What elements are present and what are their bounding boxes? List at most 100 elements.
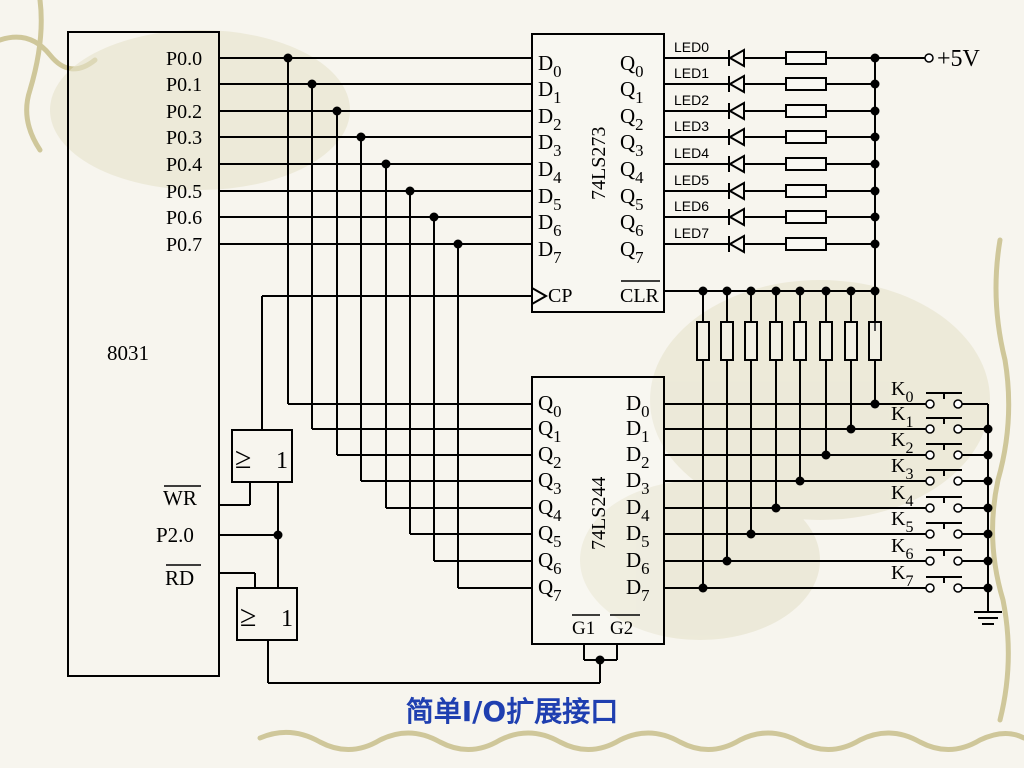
led-diode-symbol [727, 48, 745, 68]
key-label: K7 [891, 562, 913, 590]
key-label: K4 [891, 482, 913, 510]
led-diode-symbol [727, 101, 745, 121]
buffer-g2-pin: G2 [610, 618, 633, 639]
junction-dot [870, 286, 880, 296]
led-resistor [785, 130, 827, 144]
buffer-d-pin: D1 [626, 416, 650, 446]
led-label: LED5 [674, 172, 709, 188]
junction-dot [771, 503, 781, 513]
led-resistor [785, 237, 827, 251]
led-resistor [785, 77, 827, 91]
latch-cp-pin: CP [548, 285, 572, 307]
pullup-resistor [744, 321, 758, 361]
led-resistor [785, 157, 827, 171]
led-resistor [785, 51, 827, 65]
switch-contact [925, 556, 935, 566]
junction-dot [821, 286, 831, 296]
junction-dot [983, 424, 993, 434]
gate-symbol-1: ≥ [235, 442, 251, 475]
mcu-8031 [67, 31, 220, 677]
latch-q-pin: Q0 [620, 51, 644, 81]
pullup-resistor [844, 321, 858, 361]
latch-74ls273 [531, 33, 665, 313]
key-label: K0 [891, 378, 913, 406]
led-resistor [785, 104, 827, 118]
buffer-d-pin: D4 [626, 495, 650, 525]
junction-dot [405, 186, 415, 196]
junction-dot [870, 159, 880, 169]
pullup-resistors [696, 321, 882, 361]
gate-label-2: 1 [281, 606, 293, 632]
junction-dot [870, 212, 880, 222]
supply-terminal [924, 53, 934, 63]
mcu-wr-pin: WR [163, 486, 197, 510]
pullup-resistor [868, 321, 882, 361]
mcu-rd-pin: RD [165, 566, 194, 590]
pullup-resistor [819, 321, 833, 361]
latch-q-pin: Q6 [620, 210, 644, 240]
junction-dot [795, 286, 805, 296]
diagram-caption: 简单I/O扩展接口 [405, 695, 619, 728]
led-diode-symbol [727, 207, 745, 227]
buffer-g1-pin: G1 [572, 618, 595, 639]
junction-dot [307, 79, 317, 89]
latch-q-pin: Q4 [620, 157, 644, 187]
latch-q-pin: Q5 [620, 184, 644, 214]
buffer-q-pin: Q4 [538, 495, 562, 525]
buffer-d-pin: D5 [626, 521, 650, 551]
mcu-port-pin-label: P0.7 [166, 234, 202, 256]
latch-q-pin: Q3 [620, 130, 644, 160]
switch-contact [953, 399, 963, 409]
buffer-d-pin: D7 [626, 575, 650, 605]
switch-contact [953, 556, 963, 566]
led-diode-symbol [727, 74, 745, 94]
pullup-resistor [793, 321, 807, 361]
buffer-q-pin: Q5 [538, 521, 562, 551]
led-label: LED0 [674, 39, 709, 55]
switch-contact [953, 583, 963, 593]
junction-dot [356, 132, 366, 142]
mcu-port-pin-label: P0.5 [166, 181, 202, 203]
junction-dot [698, 583, 708, 593]
latch-d-pin: D4 [538, 157, 562, 187]
buffer-d-pin: D6 [626, 548, 650, 578]
junction-dot [771, 286, 781, 296]
mcu-p20-pin: P2.0 [156, 523, 194, 547]
junction-dot [846, 286, 856, 296]
latch-q-pin: Q7 [620, 237, 644, 267]
key-label: K5 [891, 508, 913, 536]
switch-contact [953, 503, 963, 513]
led-diode-symbol [727, 234, 745, 254]
buffer-q-pin: Q0 [538, 391, 562, 421]
buffer-74ls244 [531, 376, 665, 645]
switch-contact [953, 450, 963, 460]
buffer-q-pin: Q6 [538, 548, 562, 578]
junction-dot [332, 106, 342, 116]
buffer-q-pin: Q2 [538, 442, 562, 472]
led-label: LED4 [674, 145, 709, 161]
supply-label: +5V [937, 46, 981, 72]
key-label: K2 [891, 429, 913, 457]
junction-dot [722, 286, 732, 296]
gate-symbol-2: ≥ [240, 600, 256, 633]
switch-contact [953, 476, 963, 486]
latch-q-pin: Q1 [620, 77, 644, 107]
junction-dot [983, 529, 993, 539]
junction-dot [983, 556, 993, 566]
switch-contact [925, 583, 935, 593]
latch-name: 74LS273 [588, 127, 610, 200]
buffer-name: 74LS244 [588, 477, 610, 550]
switch-contact [925, 424, 935, 434]
switch-contact [925, 399, 935, 409]
junction-dot [746, 286, 756, 296]
buffer-q-pin: Q1 [538, 416, 562, 446]
led-label: LED7 [674, 225, 709, 241]
mcu-name: 8031 [107, 341, 149, 365]
mcu-port-pin-label: P0.0 [166, 48, 202, 70]
junction-dot [846, 424, 856, 434]
junction-dot [429, 212, 439, 222]
